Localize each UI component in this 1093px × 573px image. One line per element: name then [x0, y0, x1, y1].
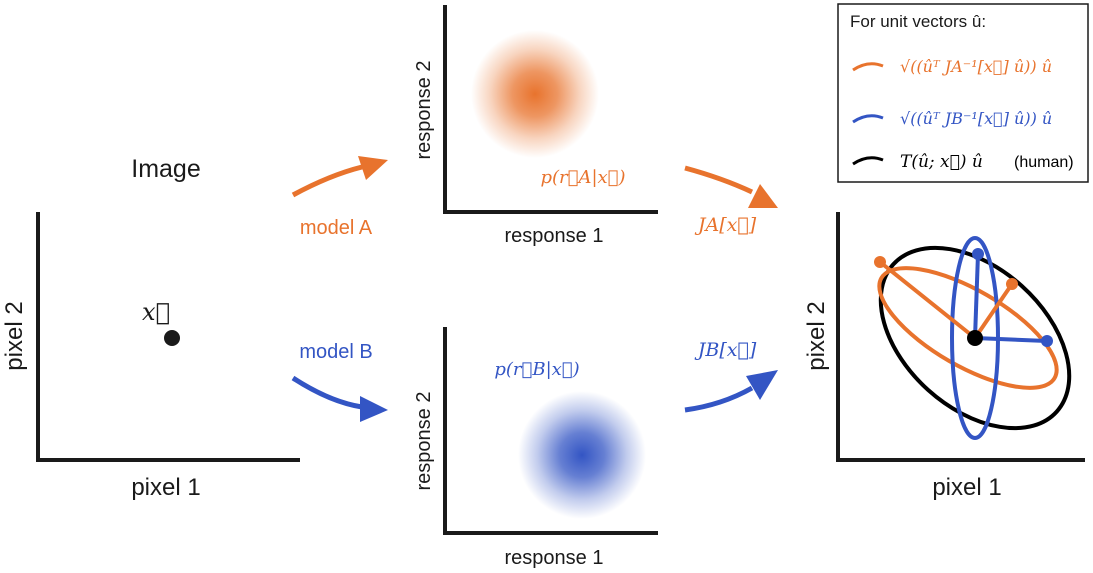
result-ylabel: pixel 2 — [803, 301, 830, 370]
arrow-jacobian-b — [684, 370, 778, 413]
image-xlabel: pixel 1 — [131, 474, 200, 501]
arrow-jacobian-a — [684, 165, 778, 208]
result-center-point — [967, 330, 983, 346]
image-ylabel: pixel 2 — [1, 301, 28, 370]
model-b-label: model B — [299, 341, 372, 363]
model-a-ellipse — [877, 266, 1059, 390]
result-axes — [836, 212, 1085, 462]
model-b-axes — [443, 327, 658, 535]
image-axes — [36, 212, 300, 462]
model-a-point-1 — [874, 256, 886, 268]
legend: For unit vectors û: √((ûᵀ JA⁻¹[x⃗] û)) û… — [837, 3, 1089, 183]
model-a-panel: response 1 response 2 p(r⃗A|x⃗) — [413, 5, 658, 247]
model-a-label: model A — [300, 217, 373, 239]
legend-entry-model-a: √((ûᵀ JA⁻¹[x⃗] û)) û — [900, 57, 1052, 76]
model-a-distribution — [471, 30, 599, 158]
image-point — [164, 330, 180, 346]
model-a-vector-2 — [973, 282, 1014, 340]
model-b-point-2 — [1041, 335, 1053, 347]
image-point-label: x⃗ — [142, 298, 170, 326]
legend-title: For unit vectors û: — [850, 12, 986, 31]
model-b-vector-1 — [973, 253, 980, 339]
legend-swatch-model-a — [852, 62, 884, 72]
model-a-ylabel: response 2 — [413, 61, 435, 160]
model-a-vector-1 — [878, 260, 977, 340]
model-b-vector-2 — [974, 336, 1048, 343]
model-b-xlabel: response 1 — [505, 547, 604, 569]
jacobian-b-label: JB[x⃗] — [694, 339, 757, 361]
legend-entry-model-b: √((ûᵀ JB⁻¹[x⃗] û)) û — [900, 109, 1052, 128]
model-a-xlabel: response 1 — [505, 225, 604, 247]
result-panel: pixel 1 pixel 2 — [803, 212, 1085, 501]
arrow-to-model-b — [291, 375, 388, 422]
legend-entry-human-suffix: (human) — [1014, 154, 1074, 171]
model-a-axes — [443, 5, 658, 214]
model-b-ylabel: response 2 — [413, 392, 435, 491]
model-a-distribution-label: p(r⃗A|x⃗) — [541, 167, 626, 188]
image-title: Image — [131, 155, 200, 183]
model-b-distribution — [518, 391, 646, 519]
human-ellipse — [878, 245, 1072, 431]
model-b-distribution-label: p(r⃗B|x⃗) — [494, 359, 579, 380]
model-a-point-2 — [1006, 278, 1018, 290]
model-b-panel: response 1 response 2 p(r⃗B|x⃗) — [413, 327, 658, 569]
legend-swatch-model-b — [852, 114, 884, 124]
legend-box — [837, 3, 1089, 183]
legend-entry-human: T(û; x⃗) û — [900, 152, 983, 172]
image-panel: Image pixel 1 pixel 2 x⃗ — [1, 155, 300, 501]
jacobian-a-label: JA[x⃗] — [694, 214, 757, 236]
legend-swatch-human — [852, 156, 884, 166]
model-b-point-1 — [972, 248, 984, 260]
arrow-to-model-a — [291, 156, 388, 198]
result-xlabel: pixel 1 — [932, 474, 1001, 501]
